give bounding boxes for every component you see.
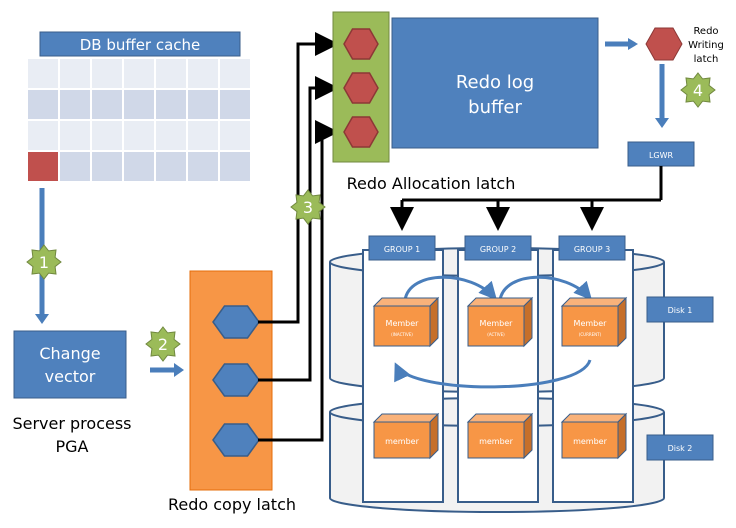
switch-arrow-3-1: [394, 359, 592, 389]
svg-text:DB buffer cache: DB buffer cache: [80, 36, 201, 54]
buffer-cell: [218, 88, 252, 121]
member-label: member: [385, 437, 420, 446]
buffer-cell: [58, 57, 92, 90]
svg-text:buffer: buffer: [468, 97, 522, 118]
svg-text:Disk 1: Disk 1: [668, 306, 693, 315]
buffer-cell: [186, 57, 220, 90]
svg-text:GROUP 2: GROUP 2: [480, 245, 516, 254]
group-2-column: [457, 249, 539, 503]
disk-2-label: Disk 2: [646, 434, 714, 461]
allocation-latches: [343, 28, 379, 148]
buffer-cell: [186, 88, 220, 121]
buffer-cell: [58, 119, 92, 152]
svg-text:2: 2: [158, 335, 168, 354]
step-1-badge: 1: [26, 244, 62, 280]
buffer-cell: [26, 57, 60, 90]
modified-buffer-cell: [26, 150, 60, 183]
allocation-latch-hexagon: [343, 28, 379, 60]
buffer-cell: [90, 88, 124, 121]
disk-1-label: Disk 1: [646, 296, 714, 323]
buffer-cell: [122, 57, 156, 90]
buffer-cache-grid: [26, 57, 252, 183]
svg-text:LGWR: LGWR: [649, 151, 674, 160]
buffer-cell: [90, 57, 124, 90]
arrow-to-lgwr: [655, 118, 669, 128]
switch-arrow-1-2: [403, 275, 498, 301]
member-label: Member: [574, 319, 608, 328]
member-group-1: Member (INACTIVE): [372, 296, 440, 348]
group-3-label: GROUP 3: [558, 235, 626, 261]
member2-group-1: member: [372, 412, 440, 460]
member-status: (ACTIVE): [487, 332, 505, 337]
buffer-cell: [58, 150, 92, 183]
buffer-cell: [218, 150, 252, 183]
svg-text:1: 1: [39, 253, 49, 272]
redo-log-buffer: Redo log buffer: [391, 17, 599, 149]
redo-writing-latch-hexagon: [645, 27, 683, 61]
redo-writing-latch-label: Redo: [693, 26, 718, 37]
svg-text:Redo log: Redo log: [456, 72, 534, 93]
redo-copy-latch-label: Redo copy latch: [168, 495, 296, 514]
change-vector-box: Change vector: [13, 330, 127, 399]
server-process-label: Server process: [12, 414, 131, 433]
member-status: (INACTIVE): [391, 332, 413, 337]
group-2-label: GROUP 2: [464, 235, 532, 261]
svg-text:3: 3: [303, 198, 313, 217]
svg-text:Change: Change: [39, 344, 100, 363]
group-1-label: GROUP 1: [368, 235, 436, 261]
member-group-2: Member (ACTIVE): [466, 296, 534, 348]
buffer-cell: [186, 119, 220, 152]
arrow-to-writing-latch: [628, 38, 638, 50]
allocation-latch-hexagon: [343, 116, 379, 148]
switch-arrow-2-3: [498, 275, 593, 301]
buffer-cell: [122, 88, 156, 121]
buffer-cell: [122, 150, 156, 183]
buffer-cell: [186, 150, 220, 183]
svg-text:Disk 2: Disk 2: [668, 444, 693, 453]
member-label: Member: [386, 319, 420, 328]
pga-label: PGA: [56, 437, 89, 456]
db-buffer-cache-title: DB buffer cache: [39, 31, 241, 57]
member-group-3: Member (CURRENT): [560, 296, 628, 348]
member-status: (CURRENT): [579, 332, 602, 337]
group-1-column: [362, 249, 444, 503]
member2-group-3: member: [560, 412, 628, 460]
buffer-cell: [218, 57, 252, 90]
buffer-cell: [154, 88, 188, 121]
buffer-cell: [154, 150, 188, 183]
svg-text:GROUP 1: GROUP 1: [384, 245, 420, 254]
step-3-badge: 3: [290, 189, 326, 225]
buffer-cell: [26, 119, 60, 152]
svg-text:vector: vector: [45, 367, 96, 386]
buffer-cell: [90, 150, 124, 183]
svg-text:4: 4: [693, 81, 703, 100]
group-3-column: [552, 249, 634, 503]
member-label: Member: [480, 319, 514, 328]
copy-latches: [212, 305, 260, 457]
svg-text:GROUP 3: GROUP 3: [574, 245, 610, 254]
lgwr-box: LGWR: [627, 141, 695, 167]
buffer-cell: [122, 119, 156, 152]
copy-to-allocation-lines: [258, 32, 339, 442]
buffer-cell: [58, 88, 92, 121]
allocation-latch-hexagon: [343, 72, 379, 104]
buffer-cell: [154, 57, 188, 90]
buffer-cell: [90, 119, 124, 152]
member-label: member: [479, 437, 514, 446]
buffer-cell: [154, 119, 188, 152]
buffer-cell: [218, 119, 252, 152]
member2-group-2: member: [466, 412, 534, 460]
member-label: member: [573, 437, 608, 446]
redo-writing-latch-label-3: latch: [694, 54, 719, 65]
step-4-badge: 4: [680, 72, 716, 108]
redo-allocation-latch-label: Redo Allocation latch: [347, 174, 516, 193]
buffer-cell: [26, 88, 60, 121]
step-2-badge: 2: [145, 326, 181, 362]
lgwr-write-lines: [390, 166, 663, 231]
redo-writing-latch-label-2: Writing: [688, 40, 724, 51]
